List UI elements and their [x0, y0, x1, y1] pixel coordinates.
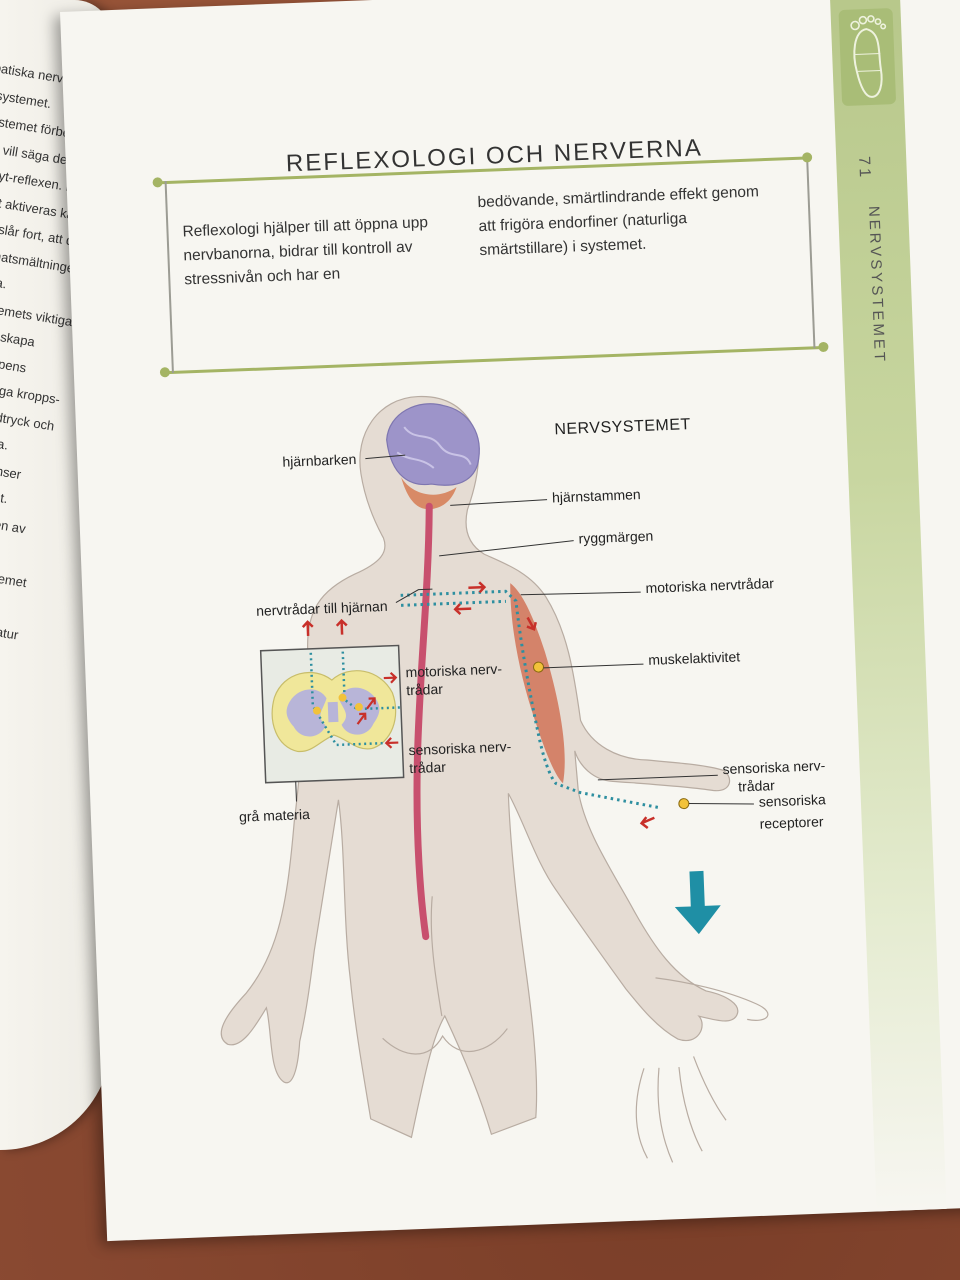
muscle-activity-dot: [533, 661, 545, 673]
brain-cortex: [386, 403, 480, 486]
intro-text-right: bedövande, smärtlindrande effekt genom a…: [477, 183, 760, 260]
label-motor-fibers-inset-2: trådar: [405, 680, 444, 699]
downward-arrow-icon: [674, 870, 721, 935]
sensory-receptor-dot: [678, 798, 690, 810]
label-brainstem: hjärnstammen: [551, 486, 641, 506]
brainstem: [401, 477, 457, 510]
label-receptors-1: sensoriska: [758, 791, 827, 810]
label-grey-matter: grå materia: [238, 806, 311, 825]
body-silhouette: [220, 395, 739, 1139]
right-page: 71 NERVSYSTEMET REFLEXOLOGI OCH NERVERNA…: [60, 0, 960, 1242]
spinal-cord: [413, 502, 433, 941]
nervous-system-diagram: NERVSYSTEMET hjärnbarken hjärnstammen ry…: [162, 359, 913, 1216]
intro-box: REFLEXOLOGI OCH NERVERNA Reflexologi hjä…: [152, 98, 829, 378]
spinal-cross-section-inset: [259, 644, 405, 784]
page-number: 71: [855, 155, 874, 181]
section-tab-label: NERVSYSTEMET: [865, 205, 889, 365]
upper-arm-muscle: [510, 583, 565, 784]
side-tab-strip: 71 NERVSYSTEMET: [829, 0, 947, 1212]
label-cortex: hjärnbarken: [282, 450, 357, 470]
foot-icon: [838, 8, 897, 107]
intro-text-left: Reflexologi hjälper till att öppna upp n…: [182, 214, 429, 289]
label-sensory-fibers-2: trådar: [737, 777, 776, 795]
label-sensory-fibers-inset-2: trådar: [408, 758, 447, 777]
label-spinal-cord: ryggmärgen: [578, 527, 654, 547]
page-title: REFLEXOLOGI OCH NERVERNA: [285, 134, 704, 178]
label-receptors-2: receptorer: [759, 813, 824, 832]
